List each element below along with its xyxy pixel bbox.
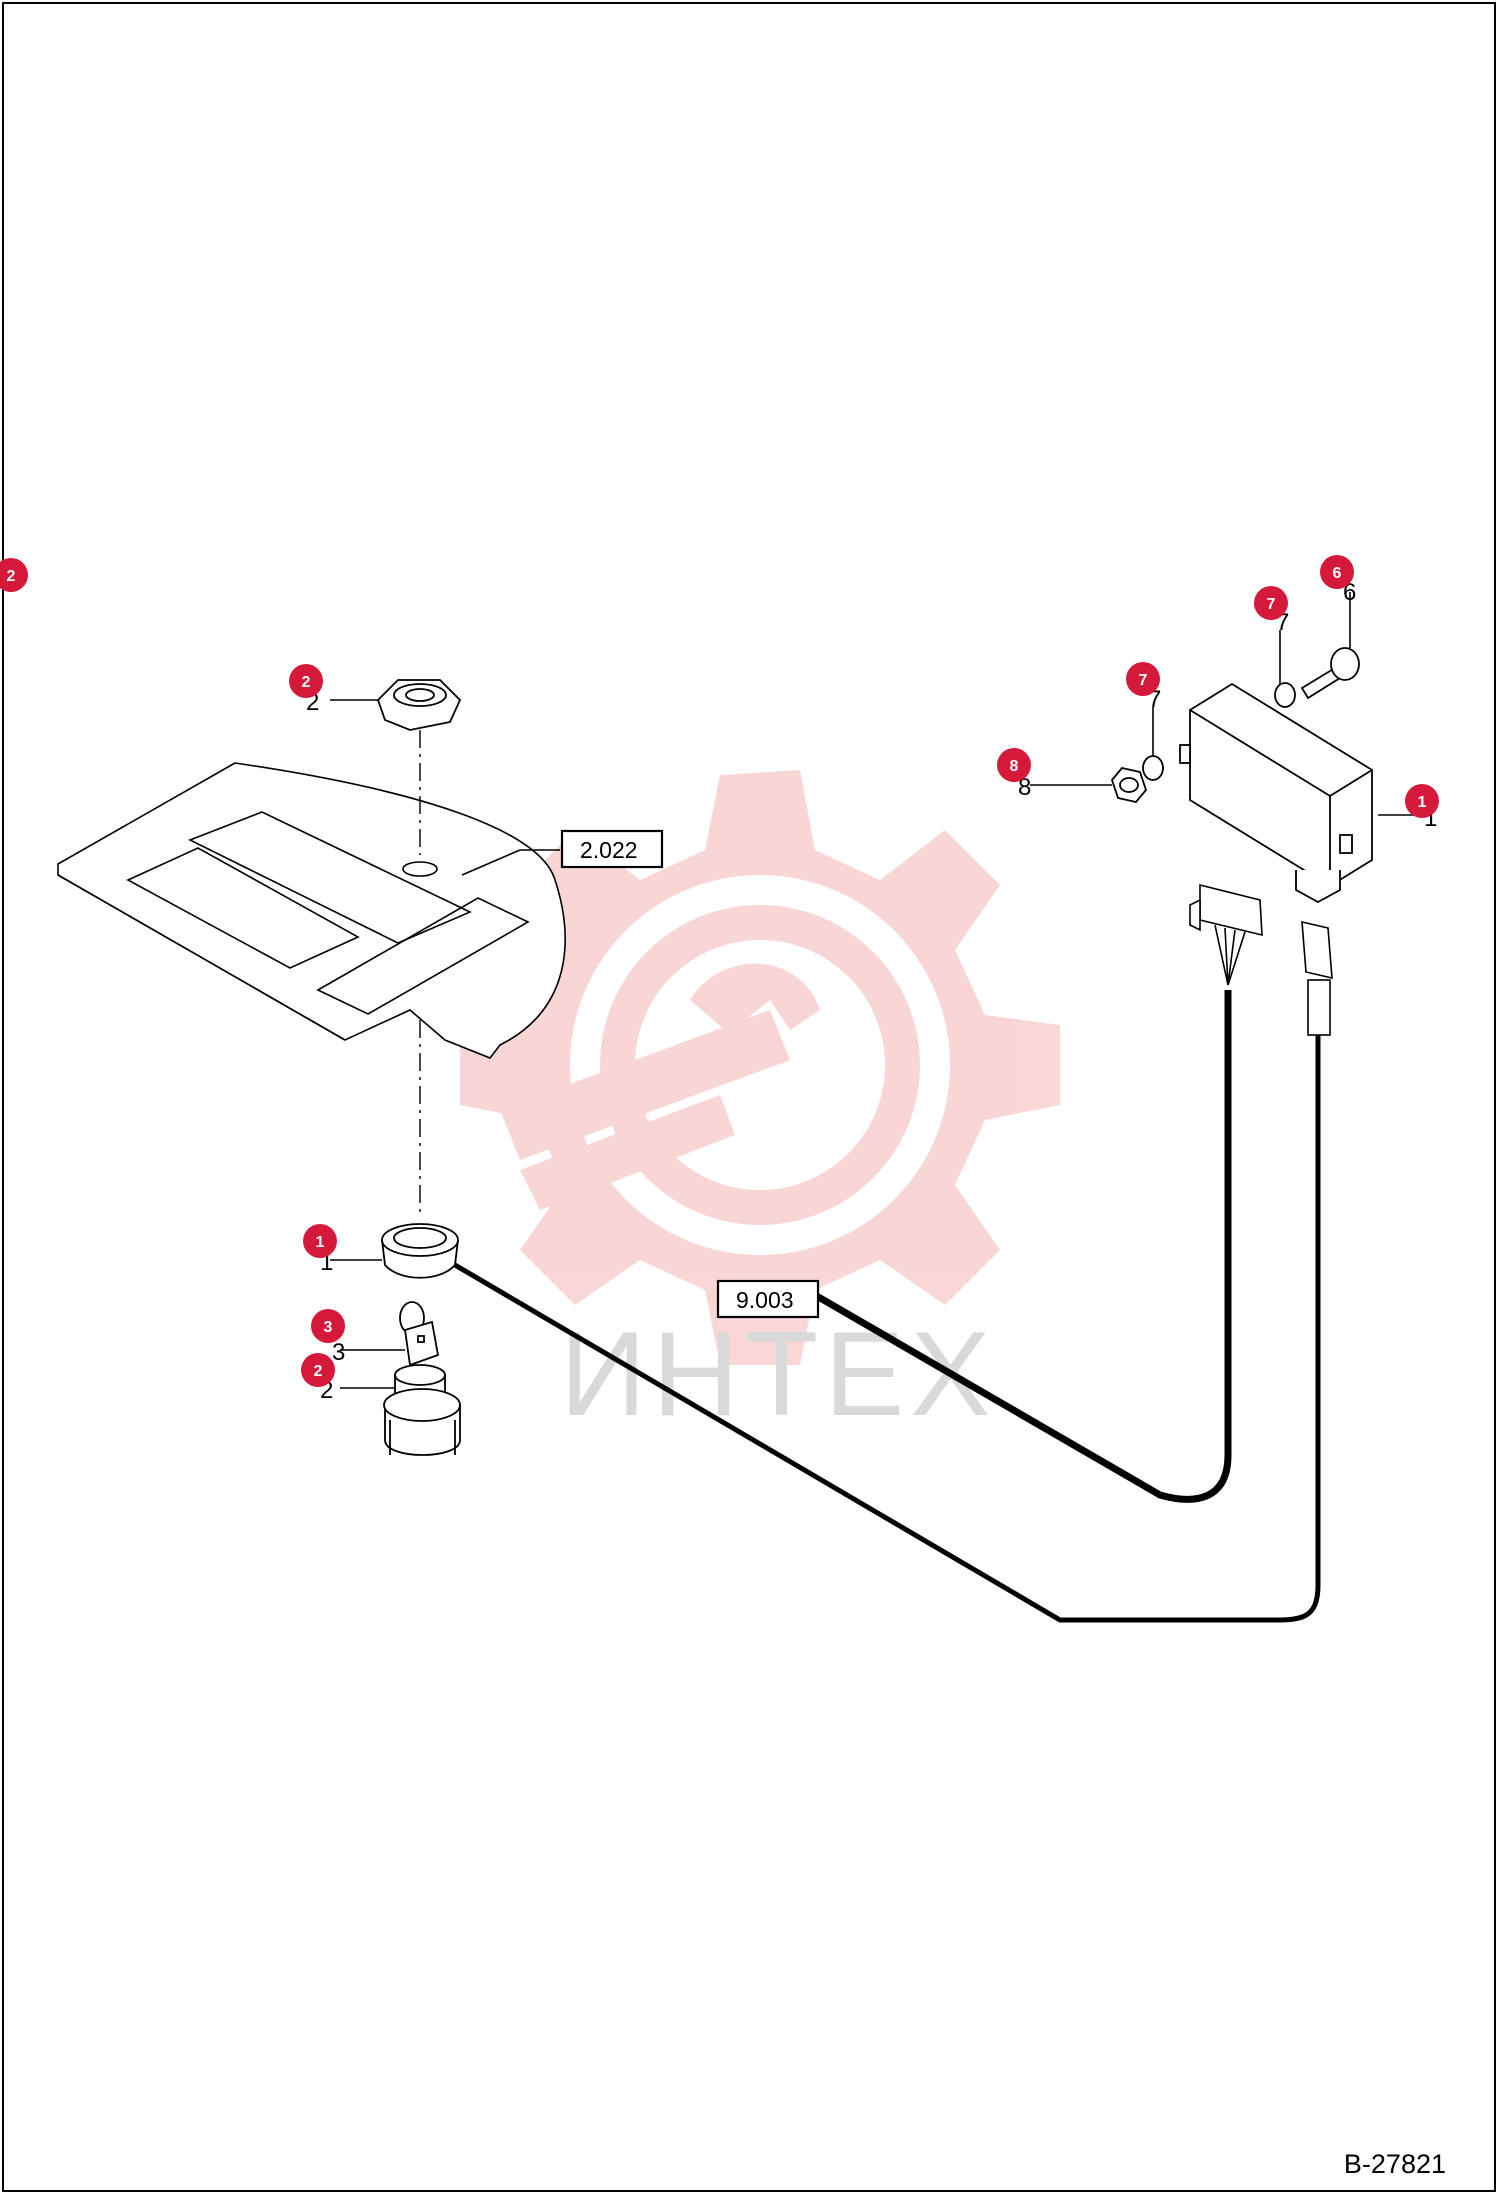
callout-number: 2 xyxy=(302,674,311,691)
callout-number: 2 xyxy=(7,568,16,585)
callout-badge-key[interactable]: 3 xyxy=(311,1309,345,1343)
callout-number: 1 xyxy=(316,1234,325,1251)
watermark-text: ИНТЕХ xyxy=(560,1307,996,1441)
callout-badge-left-edge[interactable]: 2 xyxy=(0,558,28,592)
watermark-gear-icon xyxy=(460,770,1060,1365)
hex-nut-right xyxy=(1110,767,1148,803)
washer xyxy=(1274,682,1296,708)
callout-leaders xyxy=(330,592,1430,1389)
callout-number: 1 xyxy=(1418,794,1427,811)
ref-label: 9.003 xyxy=(736,1287,794,1313)
washer xyxy=(1142,755,1164,781)
callout-badge-washer-a[interactable]: 7 xyxy=(1254,586,1288,620)
connector-single xyxy=(1301,920,1333,1036)
callout-badge-module[interactable]: 1 xyxy=(1405,784,1439,818)
bolt xyxy=(1300,647,1360,700)
callout-badge-nut-right[interactable]: 8 xyxy=(997,748,1031,782)
drawing-number: B-27821 xyxy=(1343,2149,1446,2179)
callout-number: 6 xyxy=(1333,565,1342,582)
callout-badge-washer-b[interactable]: 7 xyxy=(1126,662,1160,696)
bushing xyxy=(381,1223,459,1279)
ref-label: 2.022 xyxy=(580,837,638,863)
callout-badge-bolt[interactable]: 6 xyxy=(1320,555,1354,589)
callout-number: 7 xyxy=(1139,672,1148,689)
connector-multi xyxy=(1189,883,1263,986)
leader-line xyxy=(461,849,521,876)
callout-number: 2 xyxy=(314,1363,323,1380)
callout-number: 3 xyxy=(324,1319,333,1336)
callout-number: 7 xyxy=(1267,596,1276,613)
wire-harness-inner xyxy=(813,990,1232,1503)
ghost-numeral: 3 xyxy=(332,1339,345,1366)
hex-nut-top xyxy=(376,679,462,731)
ref-box-2-022[interactable]: 2.022 xyxy=(560,829,664,869)
callout-badge-bushing[interactable]: 1 xyxy=(303,1224,337,1258)
ignition-switch xyxy=(383,1364,461,1456)
mounting-plate xyxy=(57,762,566,1059)
key xyxy=(399,1301,440,1367)
callout-number: 8 xyxy=(1010,758,1019,775)
ghost-numeral: 8 xyxy=(1018,774,1031,801)
wire-harness-outer xyxy=(453,1035,1321,1623)
callout-badge-nut-top[interactable]: 2 xyxy=(289,664,323,698)
control-module xyxy=(1179,682,1373,904)
ref-box-9-003[interactable]: 9.003 xyxy=(716,1279,820,1319)
callout-badge-switch[interactable]: 2 xyxy=(301,1353,335,1387)
